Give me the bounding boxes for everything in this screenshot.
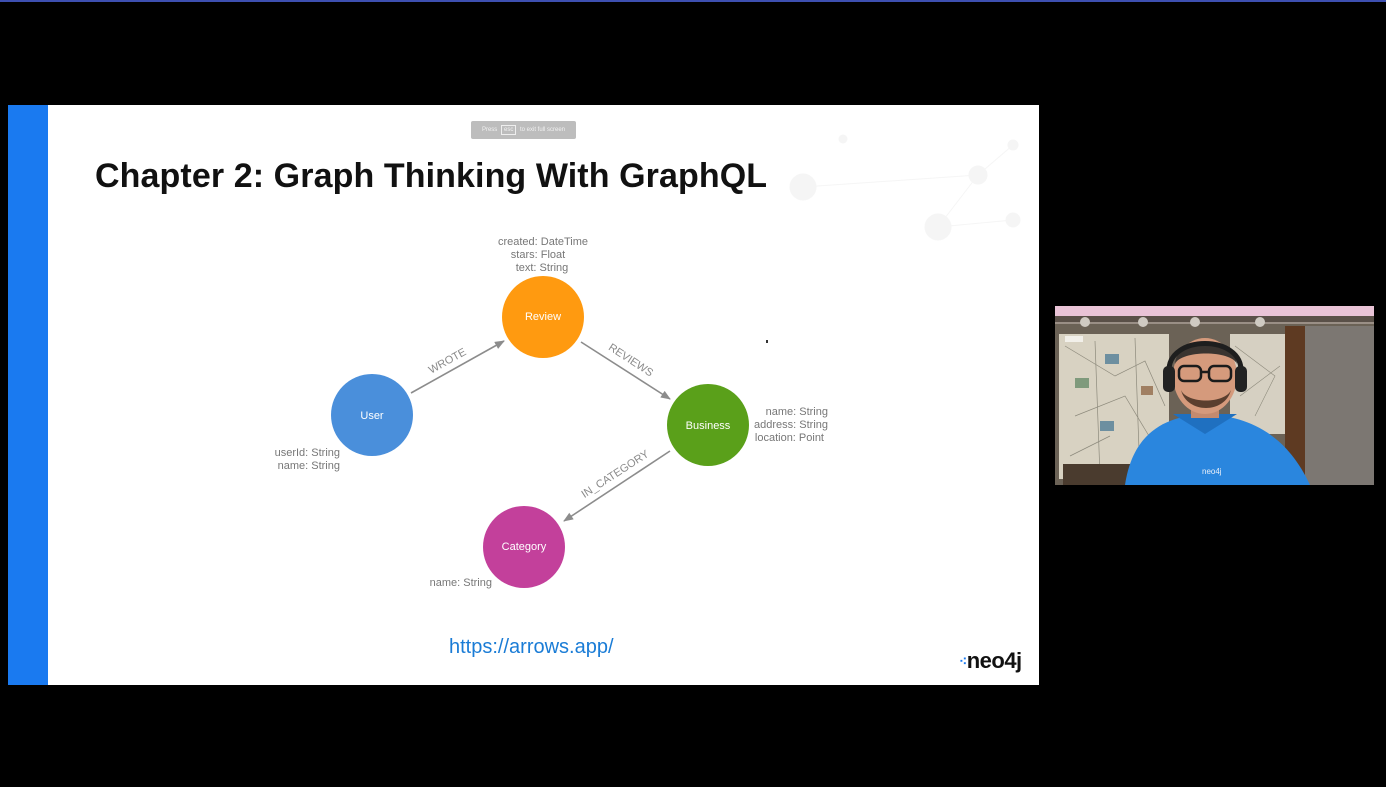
- node-category: Category: [483, 506, 565, 588]
- webcam-scene: neo4j: [1055, 306, 1374, 485]
- neo4j-logo-mark-icon: ⁖: [959, 653, 967, 669]
- arrows-app-link[interactable]: https://arrows.app/: [449, 636, 614, 658]
- business-prop-name: name: String: [766, 406, 828, 418]
- relationship-in-category-line: [563, 450, 671, 522]
- neo4j-logo-text: neo4j: [966, 648, 1022, 673]
- review-prop-created: created: DateTime: [498, 236, 588, 248]
- category-prop-name: name: String: [430, 577, 492, 589]
- slide-accent-bar: [8, 105, 48, 685]
- node-review: Review: [502, 276, 584, 358]
- business-prop-location: location: Point: [755, 432, 824, 444]
- graph-diagram: WROTE REVIEWS IN_CATEGORY User Review Bu…: [275, 134, 1021, 589]
- fullscreen-banner-suffix: to exit full screen: [520, 127, 566, 133]
- business-prop-address: address: String: [754, 419, 828, 431]
- mouse-cursor: [766, 340, 768, 343]
- relationship-wrote-line: [410, 340, 505, 394]
- node-review-label: Review: [525, 311, 561, 323]
- node-business: Business: [667, 384, 749, 466]
- node-business-label: Business: [686, 420, 731, 432]
- slide-title: Chapter 2: Graph Thinking With GraphQL: [95, 157, 768, 195]
- presentation-slide: Press esc to exit full screen WROTE REVI…: [8, 105, 1039, 685]
- shirt-logo: neo4j: [1202, 467, 1222, 476]
- user-prop-name: name: String: [278, 460, 340, 472]
- node-user-label: User: [360, 410, 384, 422]
- window-top-border: [0, 0, 1386, 2]
- fullscreen-exit-banner: Press esc to exit full screen: [471, 121, 576, 139]
- relationship-in-category-label: IN_CATEGORY: [579, 448, 651, 501]
- review-prop-stars: stars: Float: [511, 249, 565, 261]
- fullscreen-banner-prefix: Press: [481, 127, 498, 133]
- node-user: User: [331, 374, 413, 456]
- neo4j-logo: ⁖neo4j: [959, 648, 1022, 674]
- node-category-label: Category: [502, 541, 547, 553]
- relationship-reviews-line: [580, 341, 671, 400]
- webcam-feed: neo4j: [1055, 306, 1374, 485]
- esc-key-hint: esc: [500, 125, 517, 135]
- user-prop-userid: userId: String: [275, 447, 340, 459]
- decorative-network-graphic: [789, 134, 1021, 241]
- review-prop-text: text: String: [516, 262, 569, 274]
